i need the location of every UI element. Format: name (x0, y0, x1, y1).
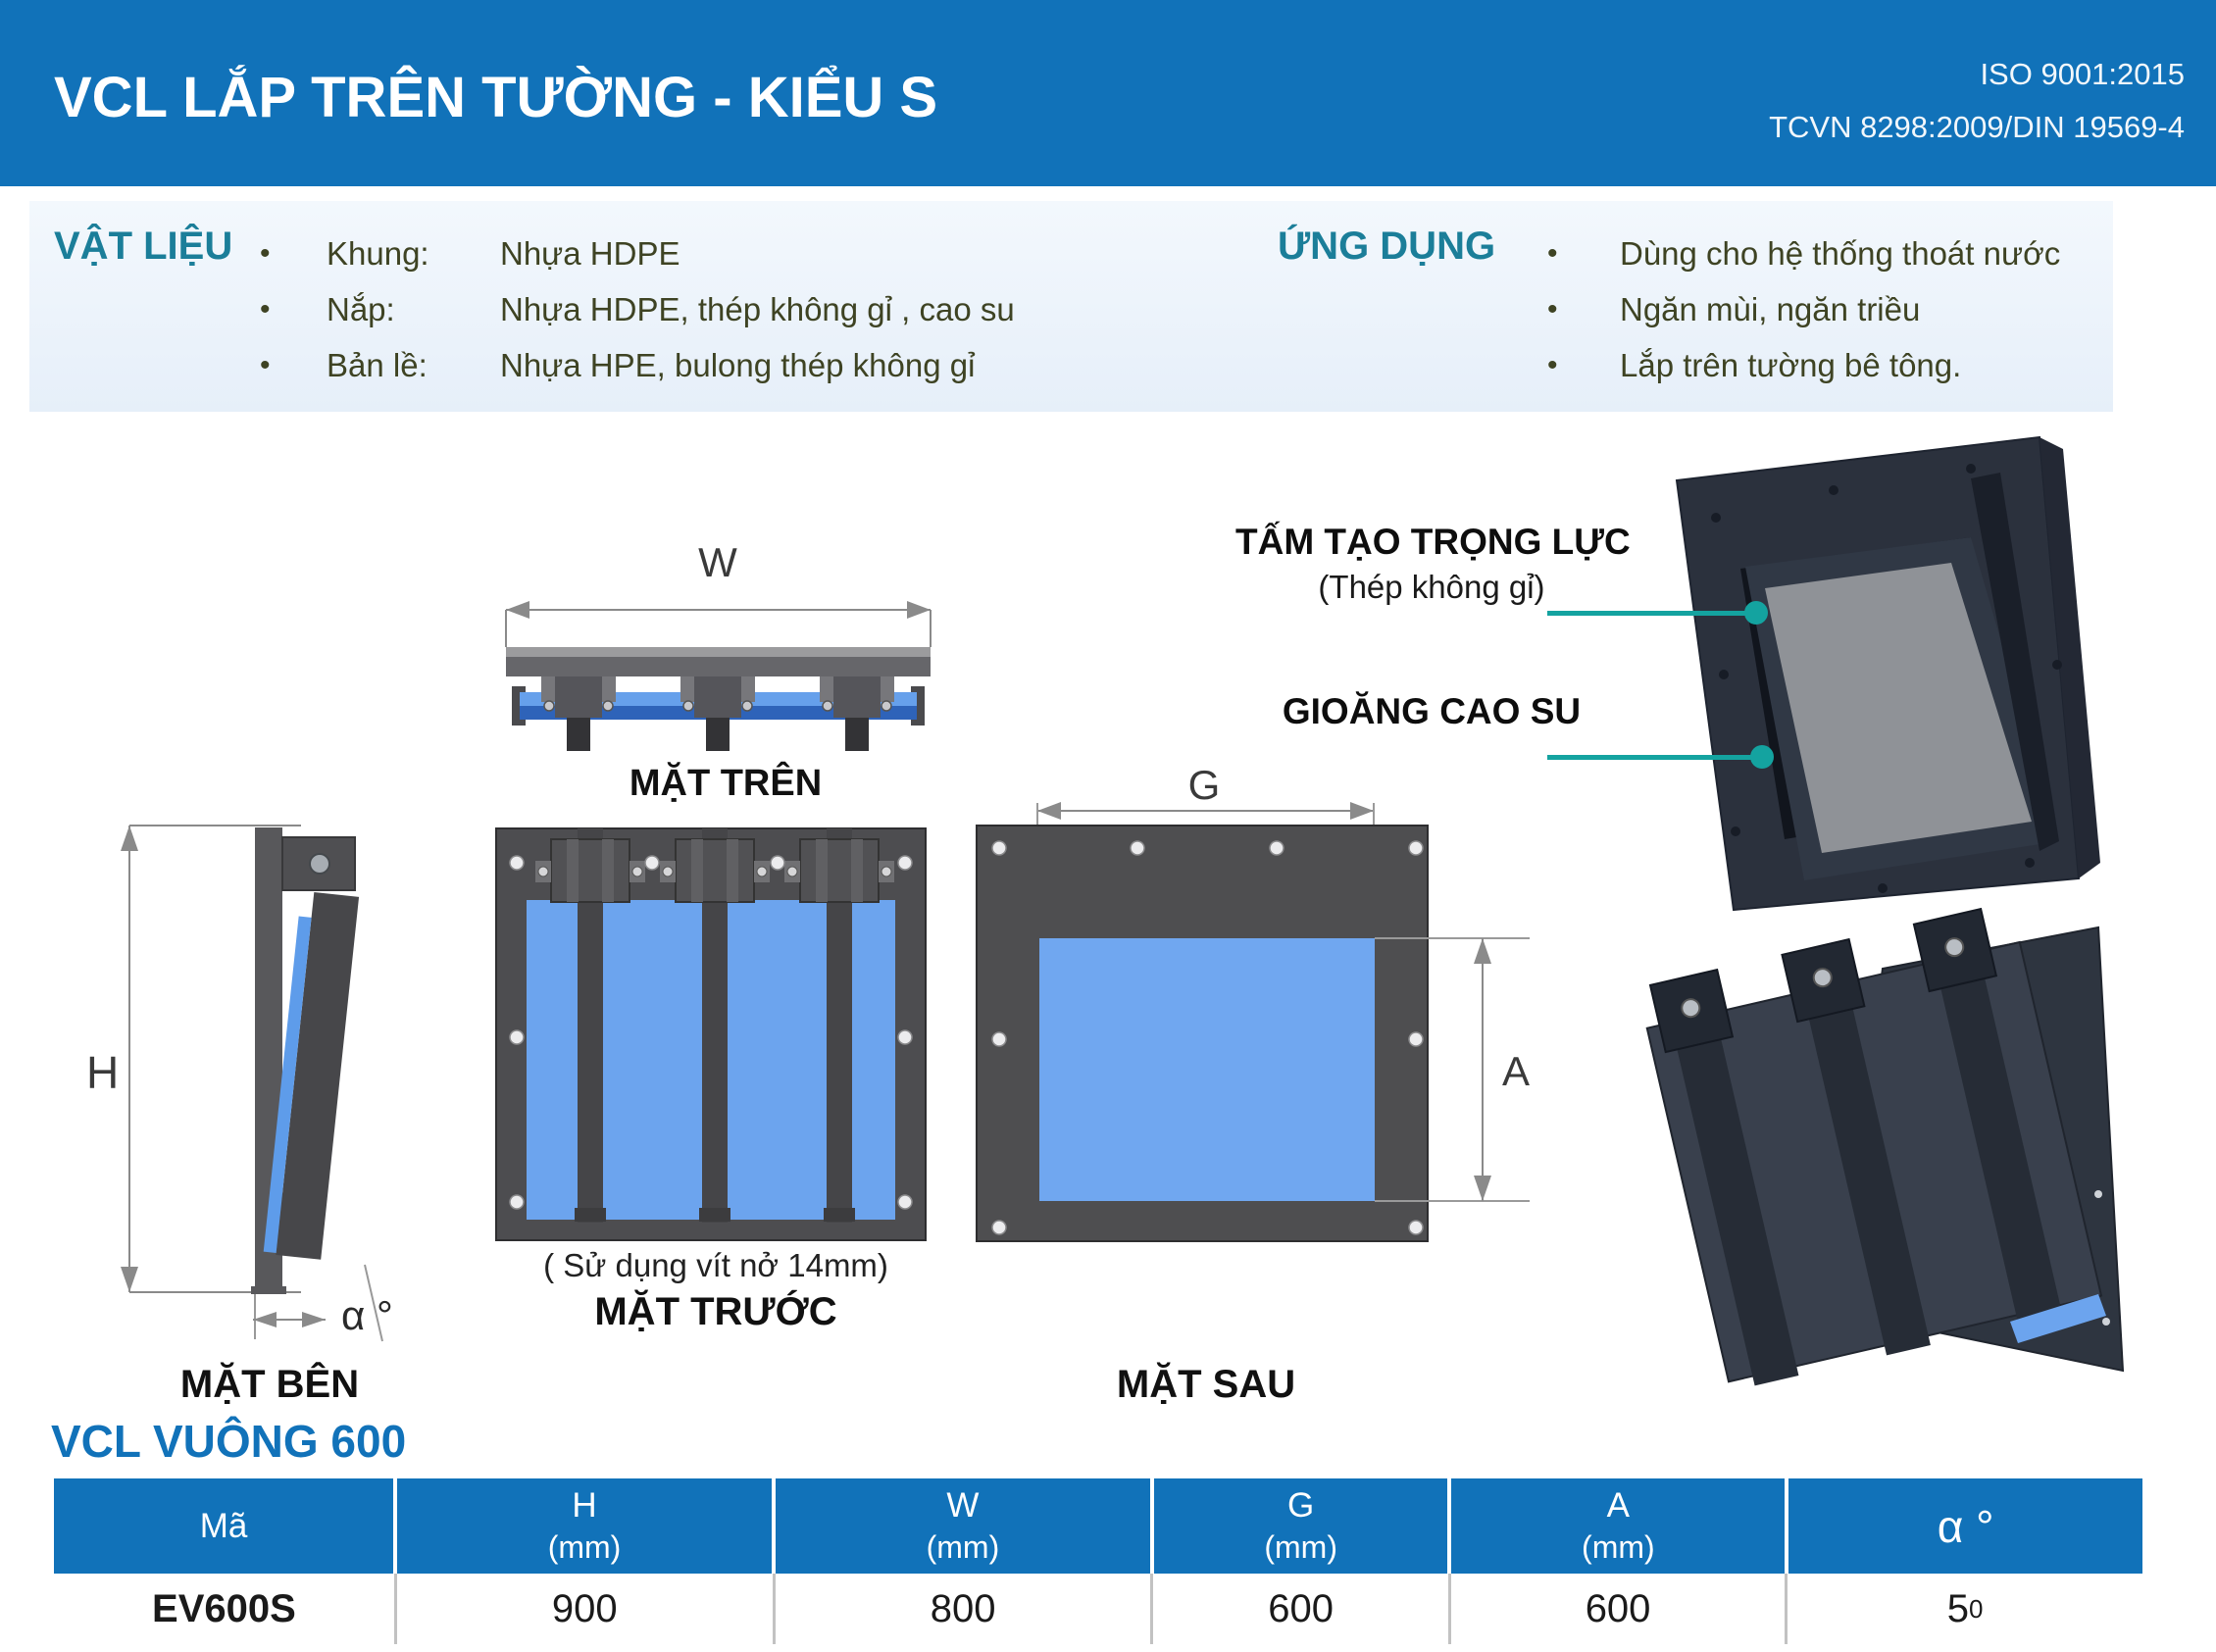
bullet-icon: • (260, 349, 271, 381)
material-label: Nắp: (327, 291, 395, 327)
applications-heading: ỨNG DỤNG (1278, 225, 1496, 268)
header-bar: VCL LẮP TRÊN TƯỜNG - KIỂU S ISO 9001:201… (0, 0, 2216, 186)
dim-w-label: W (698, 539, 737, 585)
screw-holes (509, 855, 913, 1210)
material-row: • Nắp: Nhựa HDPE, thép không gỉ , cao su (29, 288, 2113, 331)
column-header-ma: Mã (54, 1478, 394, 1574)
application-text: Ngăn mùi, ngăn triều (1620, 291, 1921, 327)
iso-certification: ISO 9001:2015 (1980, 57, 2185, 91)
screw-holes (991, 840, 1424, 1235)
back-view-drawing: G A (976, 762, 1530, 1242)
product-table-heading: VCL VUÔNG 600 (51, 1416, 407, 1467)
bullet-icon: • (260, 237, 271, 270)
material-label: Bản lề: (327, 347, 428, 383)
bullet-icon: • (1547, 293, 1558, 325)
application-row: • Ngăn mùi, ngăn triều (29, 288, 2113, 331)
front-view-caption: MẶT TRƯỚC (594, 1290, 837, 1333)
column-header-w: W (mm) (771, 1478, 1150, 1574)
application-row: • Lắp trên tường bê tông. (29, 344, 2113, 387)
callout-line (1547, 611, 1753, 616)
valve-3d-back-image (1645, 907, 2125, 1386)
product-table: Mã H (mm) W (mm) G (mm) A (mm) α ° (54, 1478, 2143, 1644)
cell-ma: EV600S (54, 1574, 394, 1644)
hinge-brackets (535, 838, 894, 903)
application-text: Dùng cho hệ thống thoát nước (1620, 235, 2061, 272)
material-value: Nhựa HDPE, thép không gỉ , cao su (500, 291, 1015, 327)
cell-w: 800 (772, 1574, 1151, 1644)
column-header-alpha: α ° (1785, 1478, 2143, 1574)
side-view-drawing: H α ° (86, 825, 393, 1342)
material-label: Khung: (327, 235, 429, 272)
tcvn-standard: TCVN 8298:2009/DIN 19569-4 (1769, 110, 2185, 144)
cell-g: 600 (1150, 1574, 1448, 1644)
column-header-h: H (mm) (393, 1478, 772, 1574)
bullet-icon: • (260, 293, 271, 325)
application-row: • Dùng cho hệ thống thoát nước (29, 232, 2113, 275)
dim-a-label: A (1502, 1048, 1530, 1094)
angle-alpha-label: α ° (341, 1292, 393, 1338)
table-header-row: Mã H (mm) W (mm) G (mm) A (mm) α ° (54, 1478, 2143, 1574)
callout-dot (1744, 601, 1768, 625)
gravity-plate-label: TẤM TẠO TRỌNG LỰC (1235, 522, 1631, 562)
gravity-plate-sublabel: (Thép không gỉ) (1318, 569, 1545, 605)
bullet-icon: • (1547, 349, 1558, 381)
bullet-icon: • (1547, 237, 1558, 270)
cell-a: 600 (1447, 1574, 1786, 1644)
cell-h: 900 (393, 1574, 773, 1644)
top-view-drawing: W (505, 539, 932, 751)
hinge-assembly (541, 676, 894, 751)
material-row: • Bản lề: Nhựa HPE, bulong thép không gỉ (29, 344, 2113, 387)
side-view-caption: MẶT BÊN (179, 1363, 360, 1406)
page-title: VCL LẮP TRÊN TƯỜNG - KIỂU S (54, 66, 938, 129)
application-text: Lắp trên tường bê tông. (1620, 347, 1962, 383)
rubber-gasket-label: GIOĂNG CAO SU (1282, 691, 1582, 731)
callout-dot (1750, 745, 1774, 769)
back-view-caption: MẶT SAU (1116, 1363, 1296, 1406)
materials-heading: VẬT LIỆU (54, 225, 233, 268)
material-row: • Khung: Nhựa HDPE (29, 232, 2113, 275)
dim-g-label: G (1188, 762, 1221, 808)
info-panel: VẬT LIỆU • Khung: Nhựa HDPE • Nắp: Nhựa … (29, 201, 2113, 412)
dim-h-label: H (86, 1047, 119, 1098)
tilted-lid (263, 892, 360, 1260)
front-view-note: ( Sử dụng vít nở 14mm) (543, 1247, 888, 1283)
column-header-a: A (mm) (1447, 1478, 1786, 1574)
column-header-g: G (mm) (1149, 1478, 1448, 1574)
front-view-drawing (495, 827, 927, 1241)
callout-line (1547, 755, 1758, 760)
material-value: Nhựa HDPE (500, 235, 680, 272)
valve-3d-open-image (1675, 435, 2100, 912)
material-value: Nhựa HPE, bulong thép không gỉ (500, 347, 976, 383)
top-view-caption: MẶT TRÊN (629, 763, 823, 804)
